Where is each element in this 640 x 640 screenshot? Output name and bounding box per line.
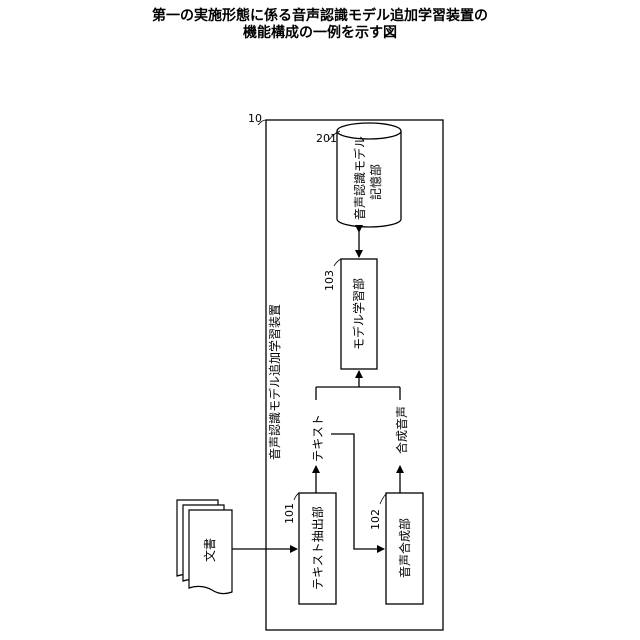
text-flow-label: テキスト (311, 414, 325, 462)
device-ref-number: 10 (248, 112, 262, 125)
storage-label-line1: 音声認識モデル (352, 136, 367, 220)
text-extraction-ref-leader (294, 493, 299, 500)
model-learning-ref-leader (334, 259, 341, 266)
model-learning-ref-number: 103 (323, 270, 336, 291)
synth-speech-flow-label: 合成音声 (394, 406, 409, 454)
document-label: 文書 (202, 538, 217, 562)
speech-synthesis-ref-leader (380, 494, 386, 504)
storage-label-line2: 記憶部 (368, 164, 383, 200)
text-extraction-label: テキスト抽出部 (310, 506, 325, 590)
text-to-synthesis-path (331, 434, 384, 549)
speech-synthesis-label: 音声合成部 (397, 518, 412, 578)
speech-synthesis-ref-number: 102 (369, 509, 382, 530)
model-learning-label: モデル学習部 (351, 278, 366, 350)
storage-ref-number: 201 (316, 132, 337, 145)
text-extraction-ref-number: 101 (283, 503, 296, 524)
device-label: 音声認識モデル追加学習装置 (267, 304, 282, 460)
